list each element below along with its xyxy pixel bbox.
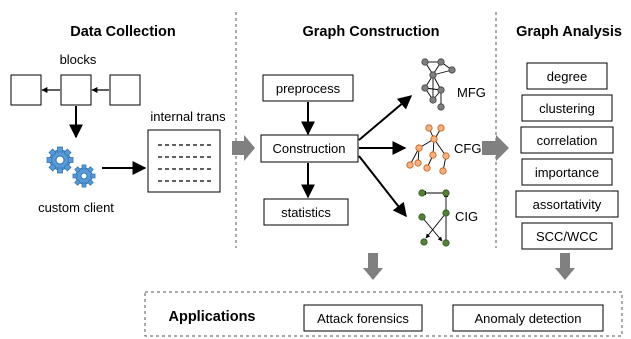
metric-label-scc-wcc: SCC/WCC [536,229,598,244]
preprocess-box [262,74,354,102]
metric-box-assortativity [515,190,619,218]
metric-box-correlation [520,126,614,154]
internal-trans-box [147,129,221,193]
analysis-metrics: degree clustering correlation importance ass… [515,62,619,250]
custom-client-label: custom client [38,200,114,215]
statistics-label: statistics [281,205,331,220]
cig-graph [418,189,450,247]
metric-box-degree [526,62,608,90]
construction-to-applications-arrow [363,253,383,280]
construction-box [260,134,359,163]
metric-label-correlation: correlation [537,133,598,148]
construction-to-mfg-arrow [358,95,413,141]
application-label-forensics: Attack forensics [317,311,409,326]
metric-box-scc-wcc [521,222,613,250]
statistics-box [263,198,349,226]
metric-label-clustering: clustering [539,101,595,116]
construction-to-cig-arrow [358,155,407,218]
metric-label-assortativity: assortativity [533,197,602,212]
section-title-analysis: Graph Analysis [516,24,622,40]
metric-box-clustering [521,94,613,122]
block-left [10,74,42,106]
blocks-label: blocks [60,52,97,67]
trans-lines [158,144,212,182]
mfg-graph [421,58,456,111]
application-box-anomaly [452,304,604,332]
cig-label: CIG [455,209,478,224]
metric-box-importance [521,158,613,186]
application-box-forensics [303,304,423,332]
block-right [109,74,141,106]
section-title-collection: Data Collection [70,24,176,40]
application-label-anomaly: Anomaly detection [475,311,582,326]
preprocess-label: preprocess [276,81,341,96]
block-middle [60,74,92,106]
metric-label-degree: degree [547,69,587,84]
applications-title: Applications [168,309,255,325]
cfg-label: CFG [454,141,481,156]
construction-to-analysis-arrow [482,135,509,161]
section-title-construction: Graph Construction [303,24,440,40]
mfg-label: MFG [457,85,486,100]
collection-to-construction-arrow [232,135,255,161]
metric-label-importance: importance [535,165,599,180]
applications-panel [144,291,623,337]
cfg-graph [406,124,450,175]
construction-label: Construction [273,141,346,156]
internal-trans-label: internal trans [150,109,226,124]
gear-icon [46,146,96,188]
analysis-to-applications-arrow [555,253,575,280]
